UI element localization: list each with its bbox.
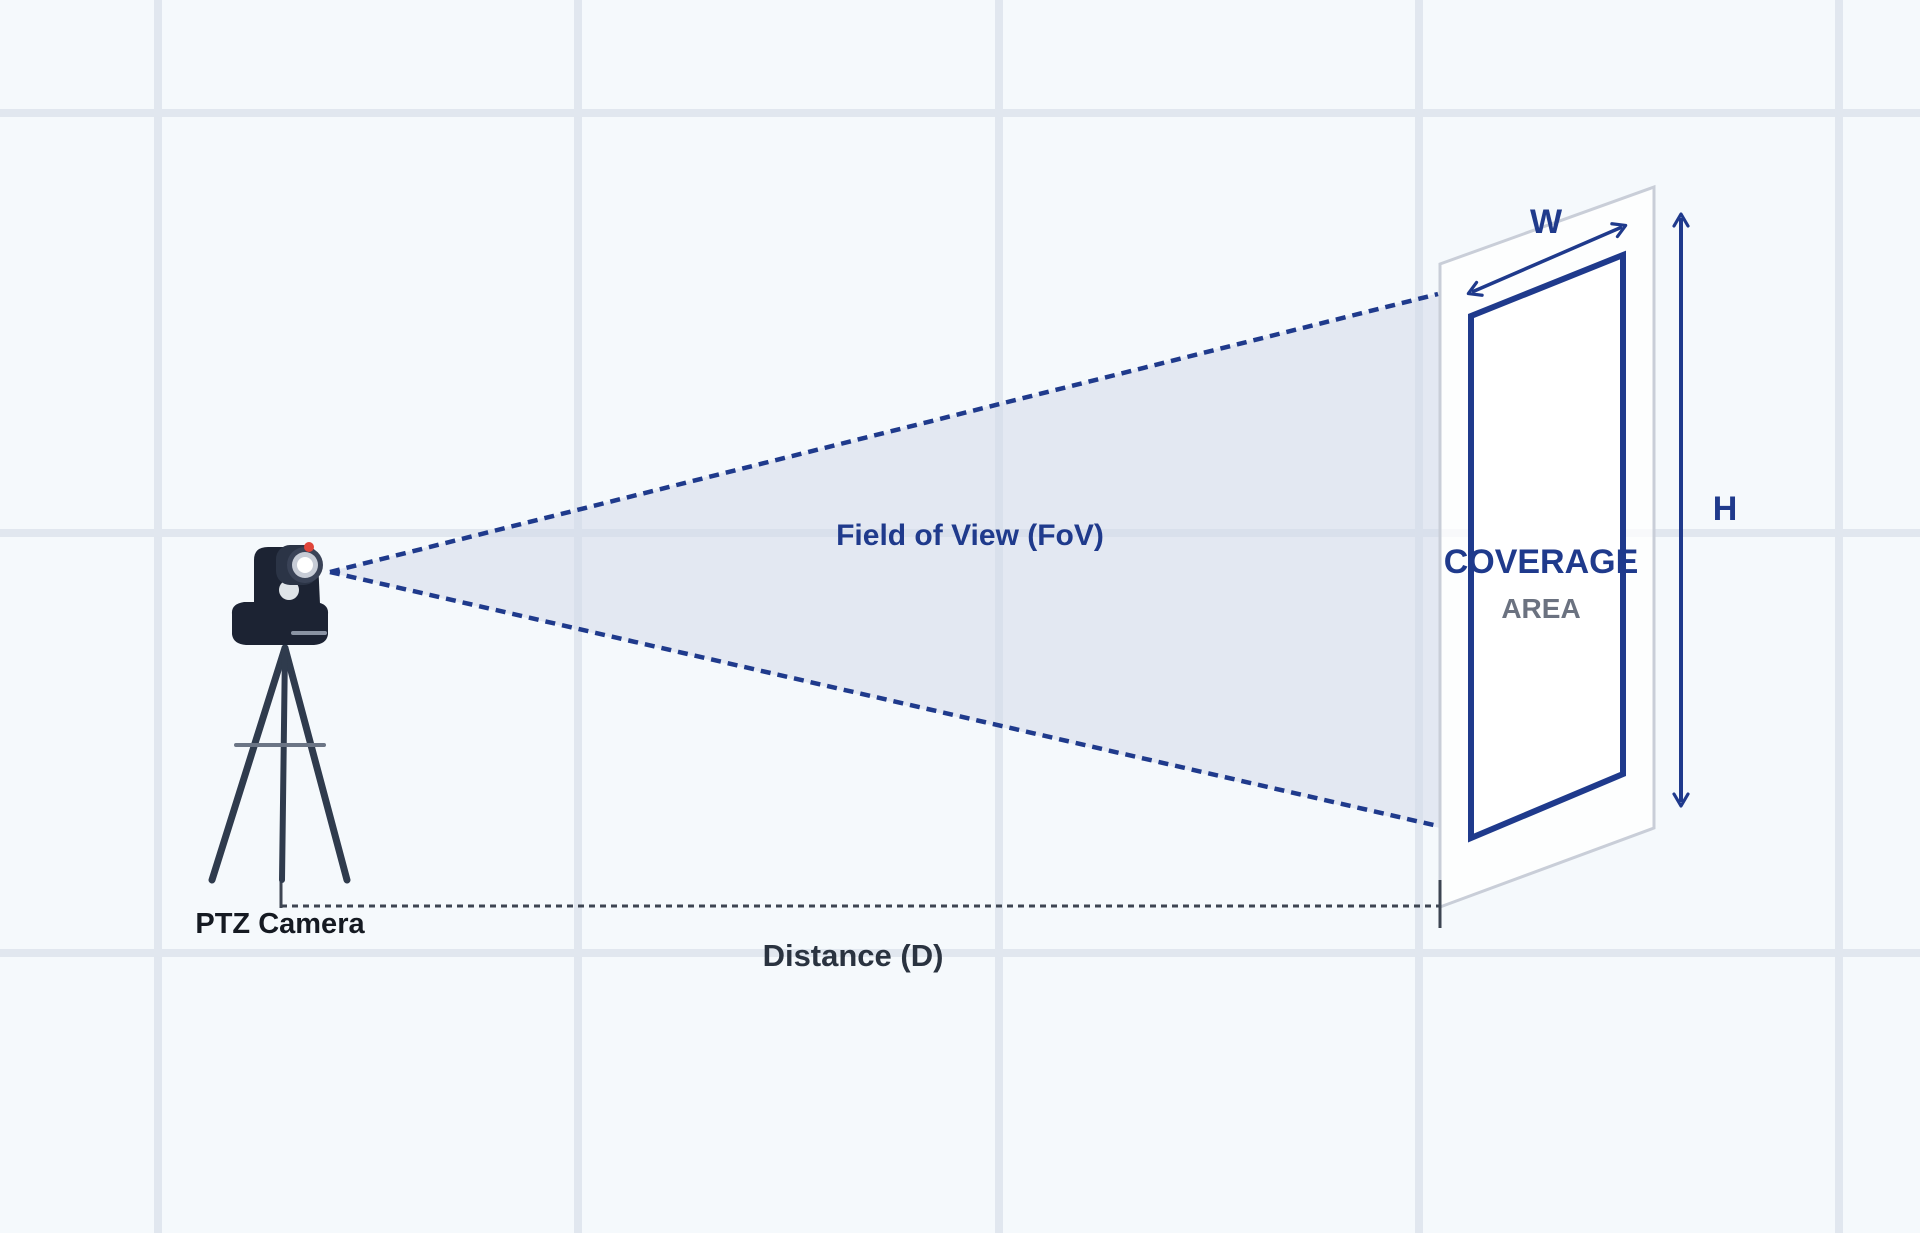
ptz-camera-icon — [231, 542, 329, 645]
camera-indicator-light — [304, 542, 314, 552]
fov-lower-ray — [329, 569, 1439, 829]
distance-label: Distance (D) — [763, 938, 944, 973]
coverage-label: COVERAGE — [1444, 543, 1639, 581]
fov-cone — [328, 293, 1440, 828]
fov-label: Field of View (FoV) — [836, 519, 1104, 552]
tripod-icon — [208, 644, 351, 884]
width-arrow — [1466, 222, 1628, 297]
area-label: AREA — [1501, 593, 1580, 624]
fov-upper-ray — [329, 291, 1439, 575]
height-label: H — [1713, 490, 1738, 528]
width-label: W — [1530, 203, 1563, 241]
camera-label: PTZ Camera — [195, 908, 365, 940]
